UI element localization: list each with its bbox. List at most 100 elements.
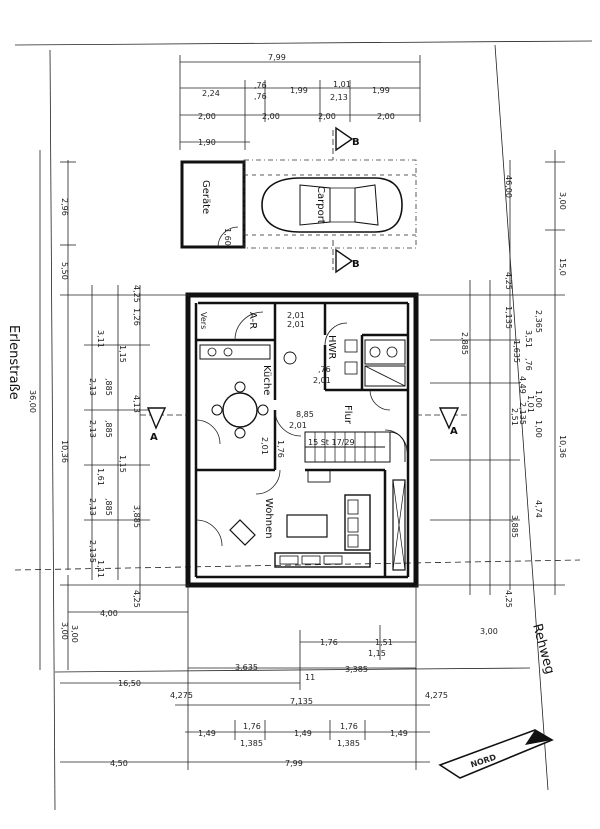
property-boundary (14, 40, 593, 811)
dim-left-in2-7: 1,15 (118, 345, 127, 363)
dim-left-in2-8: 2,135 (88, 540, 97, 563)
dim-top-r1-e: 1,99 (372, 86, 390, 95)
room-label-wohnen: Wohnen (263, 498, 274, 539)
dim-bottom-c: 1,15 (368, 649, 386, 658)
dim-left-in-5: 3,885 (132, 505, 141, 528)
dim-top-r2-b: 2,00 (262, 112, 280, 121)
room-labels: A-R 2,01 2,01 HWR ,76 2,01 Küche 2,01 Fl… (199, 311, 355, 539)
dim-bottom-r3-sub-0: 1,385 (240, 739, 263, 748)
dim-hwr-76: ,76 (318, 365, 331, 374)
dim-bottom-4275b: 4,275 (425, 691, 448, 700)
dim-bottom-d: 3,635 (235, 663, 258, 672)
dim-flur-area: 2,01 (289, 421, 307, 430)
room-label-geraete: Geräte (200, 180, 211, 214)
car-icon (261, 177, 403, 233)
dim-left-in2-6: 2,13 (88, 498, 97, 516)
dim-flur-885: 8,85 (296, 410, 314, 419)
room-label-flur: Flur (342, 405, 353, 425)
dim-left-in-0: 4,25 (132, 285, 141, 303)
room-label-kueche: Küche (261, 365, 272, 395)
dim-bottom-r4-left: 4,50 (110, 759, 128, 768)
room-label-hwr: HWR (326, 335, 337, 359)
dim-right-in-4: 1,635 (512, 340, 521, 363)
carport-area: Carport (243, 159, 417, 249)
dim-left-in2-0: ,885 (104, 378, 113, 396)
dim-top-r2-d: 2,00 (377, 112, 395, 121)
section-mark-a-left: A (140, 407, 188, 443)
kitchen-furniture (199, 344, 297, 439)
left-dimensions: 36,00 2,96 5,50 10,36 3,00 4,25 1,26 3,1… (28, 150, 190, 670)
right-dimensions: 46,00 3,00 15,0 10,36 4,25 1,135 2,365 2… (416, 150, 567, 608)
dim-left-in-1: 1,26 (132, 308, 141, 326)
dim-right-in-2: 2,365 (534, 310, 543, 333)
dim-left-in2-3: 2,13 (88, 420, 97, 438)
dim-bottom-a: 1,76 (320, 638, 338, 647)
bottom-dimensions: 4,00 3,00 3,00 1,76 1,51 1,15 3,635 3,38… (60, 585, 498, 770)
dim-hwr: 2,01 (313, 376, 331, 385)
dim-top-r1-sub-b: 2,13 (330, 93, 348, 102)
dim-left-c: 10,36 (60, 440, 69, 463)
dim-bottom-r4: 7,99 (285, 759, 303, 768)
dim-left-in-2: 3,11 (96, 330, 105, 348)
dim-top-r2-c: 2,00 (318, 112, 336, 121)
dim-left-b: 5,50 (60, 262, 69, 280)
dim-bottom-r3-1: 1,76 (243, 722, 261, 731)
dim-top-overall: 7,99 (268, 53, 286, 62)
dim-bottom-lot-left: 16,50 (118, 679, 141, 688)
dim-bottom-42: 4,275 (170, 691, 193, 700)
section-b-label-top: B (352, 137, 360, 148)
dim-right-in2-0: ,76 (524, 358, 533, 371)
dim-right-in2-1: 4,49 (518, 376, 527, 394)
section-mark-b-bottom: B (332, 240, 360, 274)
section-mark-b-top: B (332, 126, 360, 160)
dim-stair-steps: 15 St 17/29 (308, 438, 355, 447)
dim-top-r1-b: ,76 (254, 81, 267, 90)
dim-left-in-3: 4,13 (132, 395, 141, 413)
dim-right-in-3: 2,885 (460, 332, 469, 355)
geraete-shed: Geräte 1,60 (180, 160, 246, 249)
dim-right-in2-2: 1,01 (526, 395, 535, 413)
street-name-left: Erlenstraße (6, 325, 21, 400)
dim-right-in2-4: 2,135 (518, 402, 527, 425)
dim-top-r3: 1,90 (198, 138, 216, 147)
top-dimensions: 7,99 2,24 ,76 ,76 1,99 1,01 2,13 1,99 2,… (179, 53, 421, 150)
staircase (304, 431, 406, 483)
interior-walls (196, 303, 408, 577)
dim-right-in-5: 2,51 (510, 408, 519, 426)
dim-stairs-176: 1,76 (276, 440, 285, 458)
dim-bottom-400: 4,00 (100, 609, 118, 618)
living-furniture (229, 479, 406, 571)
section-b-label-bottom: B (352, 259, 360, 270)
dim-bottom-r3-sub-1: 1,385 (337, 739, 360, 748)
room-label-ar: A-R (247, 312, 258, 329)
room-label-carport: Carport (315, 186, 326, 224)
dim-top-r2-a: 2,00 (198, 112, 216, 121)
dim-bottom-r3-0: 1,49 (198, 729, 216, 738)
dim-bottom-left-300: 3,00 (70, 625, 79, 643)
dim-right-in-7: 3,885 (510, 515, 519, 538)
dim-top-r1-d: 1,01 (333, 80, 351, 89)
dim-left-in-6: 1,11 (96, 560, 105, 578)
house-outline (185, 292, 419, 588)
section-a-label-left: A (150, 432, 158, 443)
dim-bottom-e: 3,385 (345, 665, 368, 674)
dim-right-outer: 46,00 (504, 175, 513, 198)
dim-ar-width: 2,01 (287, 320, 305, 329)
dim-right-b: 15,0 (558, 258, 567, 276)
street-name-right: Rehweg (529, 622, 557, 676)
dim-right-in-1: 1,135 (504, 306, 513, 329)
doors (195, 311, 408, 547)
dim-bottom-r3-4: 1,49 (390, 729, 408, 738)
dim-top-r1-sub-a: ,76 (254, 92, 267, 101)
section-a-label-right: A (450, 426, 458, 437)
dim-bottom-r3-2: 1,49 (294, 729, 312, 738)
dim-top-r1-c: 1,99 (290, 86, 308, 95)
dim-bottom-b: 1,51 (375, 638, 393, 647)
dim-left-d: 3,00 (60, 622, 69, 640)
dim-right-c: 10,36 (558, 435, 567, 458)
dim-right-in-0: 4,25 (504, 272, 513, 290)
dim-left-in2-5: ,885 (104, 498, 113, 516)
dim-bottom-r3-3: 1,76 (340, 722, 358, 731)
dim-left-in-7: 4,25 (132, 590, 141, 608)
